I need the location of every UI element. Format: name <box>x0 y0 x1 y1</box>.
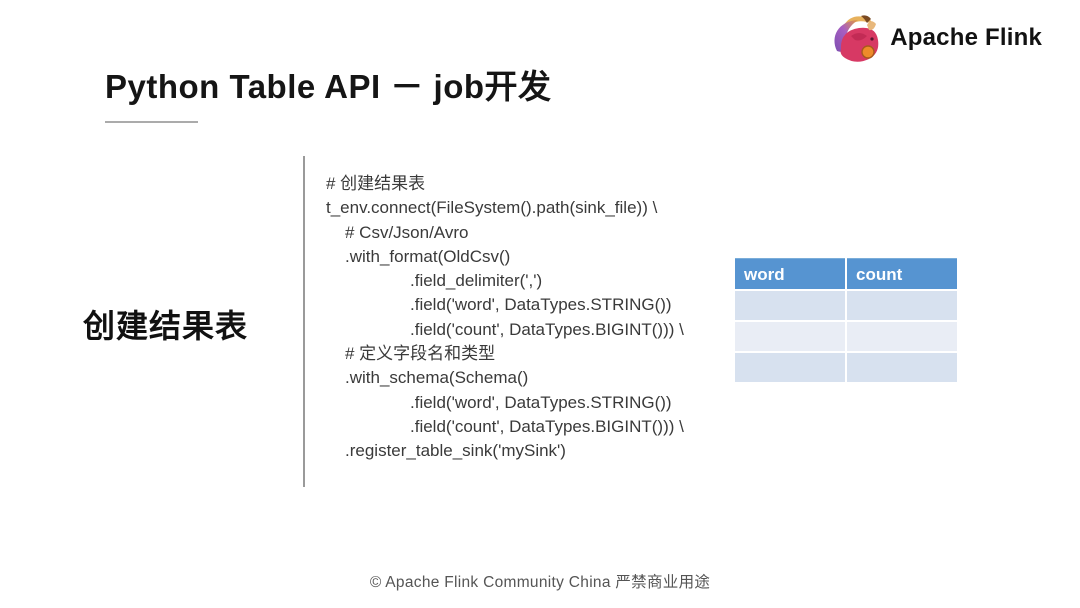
code-line: .register_table_sink('mySink') <box>345 441 566 461</box>
table-cell <box>735 353 845 382</box>
code-line: .field('count', DataTypes.BIGINT())) \ <box>410 319 684 339</box>
code-line: # Csv/Json/Avro <box>345 222 469 242</box>
page-title: Python Table API － job开发 <box>105 68 552 105</box>
code-line: .field('count', DataTypes.BIGINT())) \ <box>410 416 684 436</box>
code-block: # 创建结果表 t_env.connect(FileSystem().path(s… <box>326 172 726 464</box>
apache-flink-logo: Apache Flink <box>830 12 1042 64</box>
code-line: .with_schema(Schema() <box>345 368 529 388</box>
result-table: word count <box>735 258 959 382</box>
logo-text: Apache Flink <box>890 24 1042 51</box>
code-line: # 定义字段名和类型 <box>345 344 496 364</box>
section-label: 创建结果表 <box>83 308 249 344</box>
code-line: .field('word', DataTypes.STRING()) <box>410 295 672 315</box>
result-table-body <box>735 291 959 382</box>
table-cell <box>847 353 957 382</box>
code-line: .field_delimiter(',') <box>410 271 543 291</box>
title-underline <box>105 121 198 123</box>
code-line: .with_format(OldCsv() <box>345 246 511 266</box>
table-cell <box>847 291 957 320</box>
code-line: .field('word', DataTypes.STRING()) <box>410 392 672 412</box>
column-header-count: count <box>847 258 957 289</box>
table-cell <box>735 322 845 351</box>
table-cell <box>735 291 845 320</box>
column-header-word: word <box>735 258 845 289</box>
vertical-divider <box>303 156 305 487</box>
table-cell <box>847 322 957 351</box>
code-line: t_env.connect(FileSystem().path(sink_fil… <box>326 198 658 218</box>
result-table-header: word count <box>735 258 959 289</box>
code-line: # 创建结果表 <box>326 174 426 193</box>
flink-squirrel-icon <box>830 12 882 64</box>
footer-text: © Apache Flink Community China 严禁商业用途 <box>369 574 711 591</box>
